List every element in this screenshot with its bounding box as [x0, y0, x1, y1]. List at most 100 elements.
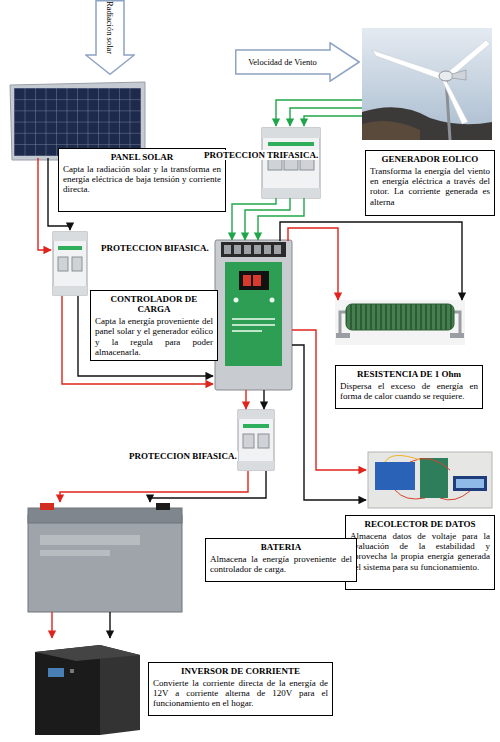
battery-photo — [28, 503, 182, 612]
input-arrow: Velocidad de Viento — [235, 42, 360, 82]
card-heading: RESISTENCIA DE 1 Ohm — [340, 369, 478, 379]
card-heading: GENERADOR EOLICO — [370, 154, 490, 164]
data-logger-photo — [456, 479, 484, 488]
data-logger-photo — [368, 452, 492, 508]
two-phase-breaker-photo — [53, 286, 87, 295]
card-heading: INVERSOR DE CORRIENTE — [153, 666, 328, 676]
charge-controller-photo — [224, 245, 231, 254]
data-logger-photo — [368, 452, 492, 508]
card-body: Almacena datos de voltaje para la evalua… — [350, 531, 490, 572]
card-body: Dispersa el exceso de energía en forma d… — [340, 381, 478, 401]
charge-controller-photo — [225, 262, 282, 366]
two-phase-breaker-photo — [58, 246, 82, 250]
wiring — [109, 612, 110, 638]
wind-turbine-photo — [362, 121, 420, 140]
three-phase-breaker-photo — [262, 128, 320, 198]
charge-controller-photo — [274, 245, 281, 254]
charge-controller-photo — [270, 298, 275, 303]
component-card: INVERSOR DE CORRIENTE Convierte la corrie… — [148, 662, 333, 716]
charge-controller-photo — [232, 330, 262, 332]
wiring — [288, 228, 338, 300]
component-card: PANEL SOLAR Capta la radiación solar y la… — [58, 148, 226, 212]
dump-resistor-photo — [335, 300, 465, 345]
wiring — [245, 390, 246, 409]
wiring — [280, 222, 462, 300]
wind-turbine-photo — [362, 28, 492, 140]
two-phase-breaker-photo — [238, 410, 274, 470]
component-card: CONTROLADOR DE CARGACapta la energía pro… — [90, 290, 218, 361]
charge-controller-photo — [215, 240, 292, 390]
inverter-photo — [70, 669, 74, 673]
card-heading: BATERIA — [210, 542, 352, 552]
card-body: Almacena la energía proveniente del cont… — [210, 554, 352, 574]
inverter-photo — [100, 645, 140, 735]
battery-photo — [40, 503, 54, 510]
wind-turbine-photo — [452, 70, 466, 80]
charge-controller-photo — [243, 275, 251, 286]
battery-photo — [40, 550, 110, 556]
wind-turbine-photo — [362, 107, 492, 140]
dump-resistor-photo — [346, 304, 454, 330]
charge-controller-photo — [234, 245, 241, 254]
wind-turbine-photo — [439, 71, 453, 81]
two-phase-breaker-photo — [72, 257, 82, 271]
two-phase-breaker-photo — [53, 232, 87, 241]
breaker-label: PROTECCION BIFASICA. — [128, 451, 238, 461]
two-phase-breaker-photo — [238, 410, 274, 419]
two-phase-breaker-photo — [53, 232, 87, 295]
wiring — [245, 198, 290, 240]
card-heading: PANEL SOLAR — [63, 152, 221, 162]
inverter-photo — [48, 668, 64, 677]
card-body: Capta la radiación solar y la transforma… — [63, 164, 221, 194]
dump-resistor-photo — [335, 300, 465, 345]
breaker-label: PROTECCION TRIFASICA. — [203, 150, 319, 160]
two-phase-breaker-photo — [53, 232, 87, 295]
data-logger-photo — [453, 476, 487, 491]
charge-controller-photo — [221, 242, 286, 257]
arrow-text: Radiación solar — [105, 1, 115, 54]
wiring — [290, 108, 362, 126]
three-phase-breaker-photo — [262, 128, 320, 198]
two-phase-breaker-photo — [238, 461, 274, 470]
two-phase-breaker-photo — [58, 257, 68, 271]
wind-turbine-photo — [448, 40, 490, 78]
charge-controller-photo — [254, 245, 261, 254]
wiring — [232, 198, 276, 240]
inverter-photo — [35, 645, 140, 735]
component-card: GENERADOR EOLICO Transforma la energía de… — [365, 150, 495, 216]
arrow-text: Velocidad de Viento — [248, 57, 317, 67]
wiring — [304, 116, 362, 126]
card-body: Convierte la corriente directa de la ene… — [153, 678, 328, 708]
data-logger-photo — [385, 455, 420, 462]
two-phase-breaker-photo — [243, 434, 254, 448]
wiring — [276, 100, 362, 126]
wiring — [258, 198, 304, 240]
three-phase-breaker-photo — [262, 188, 320, 198]
three-phase-breaker-photo — [268, 142, 314, 146]
inverter-photo — [35, 645, 140, 661]
wiring — [263, 390, 264, 409]
wiring — [150, 471, 266, 502]
charge-controller-photo — [232, 318, 275, 320]
wind-turbine-photo — [362, 28, 492, 140]
battery-photo — [156, 503, 170, 510]
two-phase-breaker-photo — [243, 424, 269, 428]
dump-resistor-photo — [450, 333, 464, 338]
wind-turbine-photo — [442, 80, 468, 124]
card-body: Transforma la energía del viento en ener… — [370, 166, 490, 207]
data-logger-photo — [395, 458, 470, 499]
breaker-label: PROTECCION BIFASICA. — [100, 243, 210, 253]
arrow-text-holder: Radiación solar — [96, 0, 124, 55]
arrow-text-holder: Velocidad de Viento — [235, 50, 330, 74]
component-card: RECOLECTOR DE DATOSAlmacena datos de vol… — [345, 515, 495, 590]
battery-photo — [28, 515, 182, 612]
charge-controller-photo — [239, 271, 269, 290]
charge-controller-photo — [244, 245, 251, 254]
battery-photo — [40, 535, 140, 545]
charge-controller-photo — [253, 275, 261, 286]
two-phase-breaker-photo — [258, 434, 269, 448]
charge-controller-photo — [215, 240, 292, 390]
solar-panel-photo — [14, 88, 141, 156]
wiring — [38, 158, 51, 250]
